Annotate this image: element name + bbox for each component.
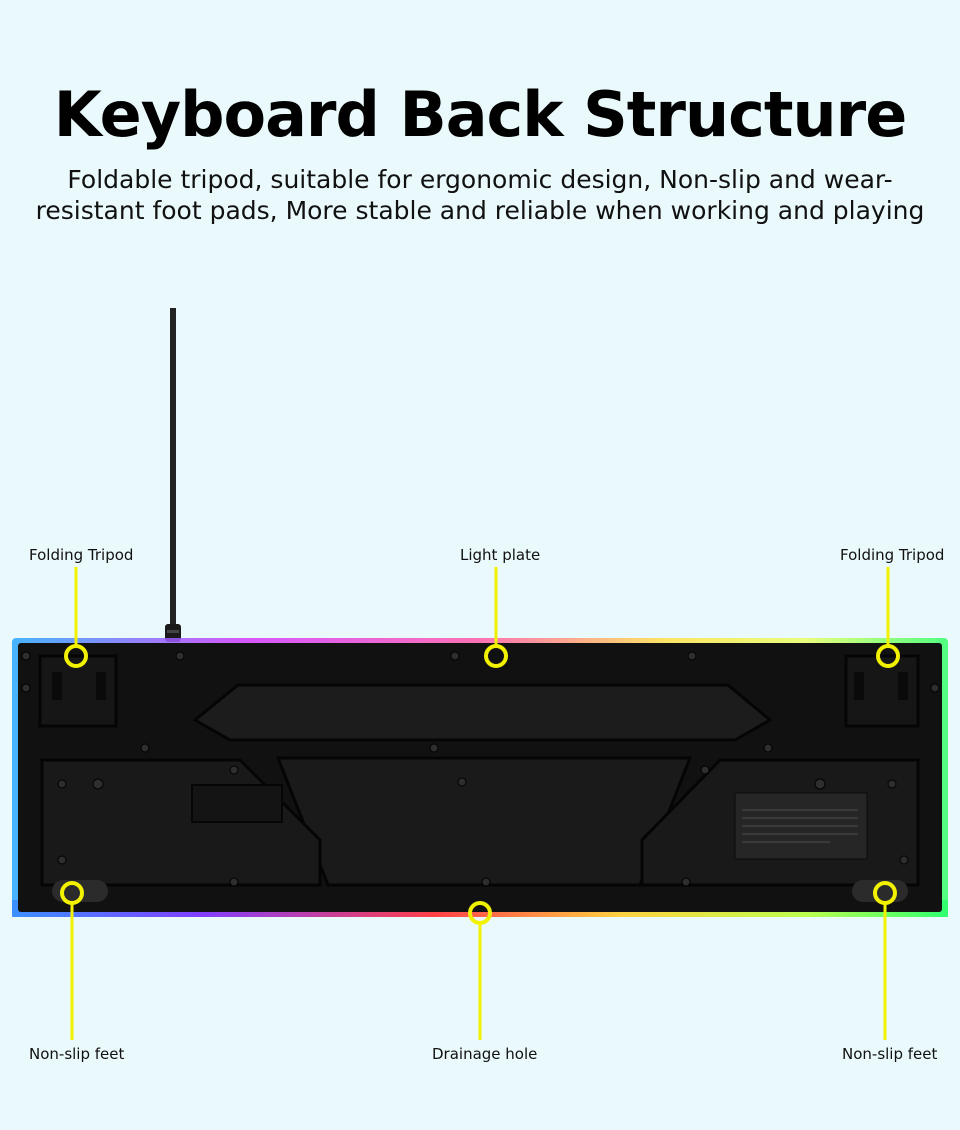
callout-rings xyxy=(60,644,900,925)
label-light-plate: Light plate xyxy=(460,546,541,564)
label-sticker xyxy=(734,792,868,860)
light-plate-panel xyxy=(192,683,773,742)
label-nonslip-feet-right: Non-slip feet xyxy=(842,1045,938,1063)
page-title: Keyboard Back Structure xyxy=(53,78,908,151)
label-folding-tripod-left: Folding Tripod xyxy=(29,546,134,564)
label-drainage-hole: Drainage hole xyxy=(432,1045,538,1063)
label-folding-tripod-right: Folding Tripod xyxy=(840,546,945,564)
center-panel xyxy=(275,756,693,887)
label-nonslip-feet-left: Non-slip feet xyxy=(29,1045,125,1063)
tripod-icon xyxy=(38,654,920,728)
callout-lines xyxy=(70,567,890,1040)
page-subtitle: Foldable tripod, suitable for ergonomic … xyxy=(35,165,925,225)
screw-icon xyxy=(21,651,940,887)
usb-cable xyxy=(165,308,181,642)
